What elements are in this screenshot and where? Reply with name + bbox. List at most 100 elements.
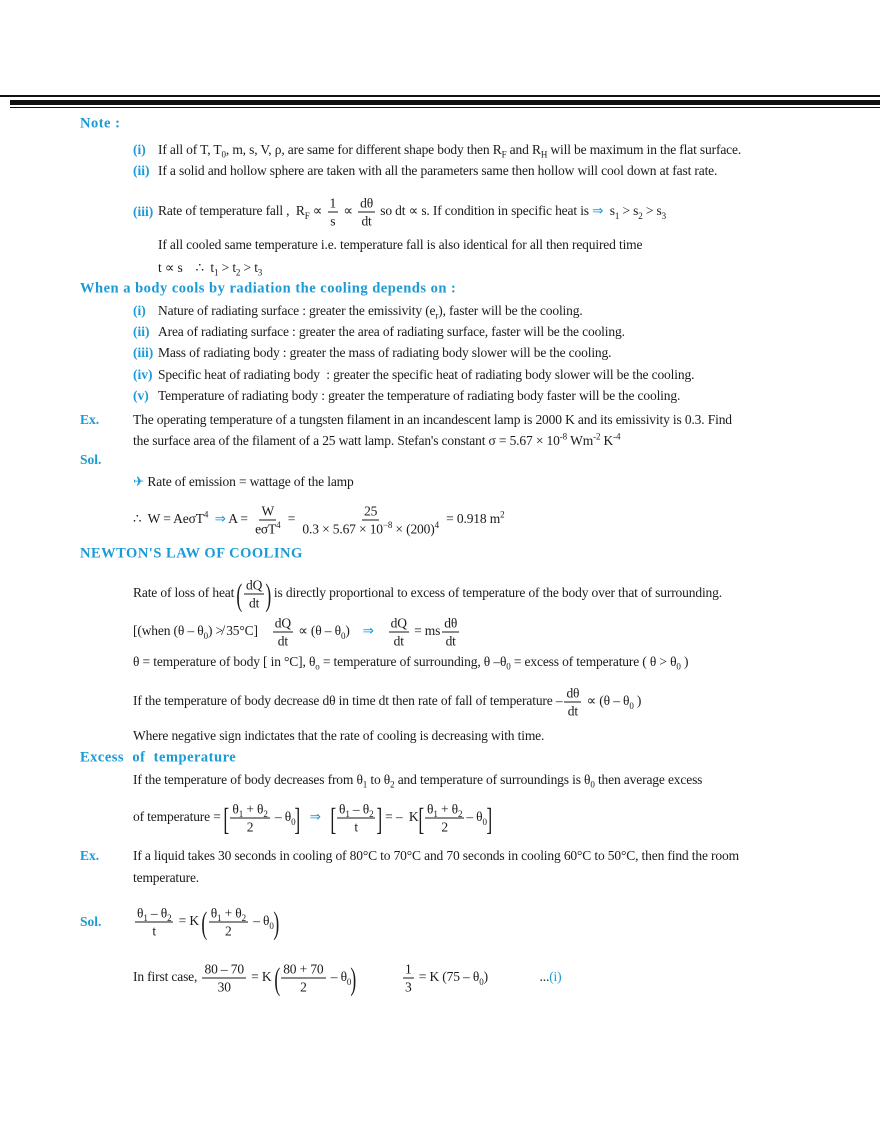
text-run: – θ bbox=[271, 809, 292, 825]
bracket: [ bbox=[223, 800, 230, 836]
text-run: ) ≯ 35°C] bbox=[207, 623, 271, 639]
item-label: Ex. bbox=[80, 412, 100, 427]
item-label: (iv) bbox=[133, 367, 153, 382]
text-line: temperature. bbox=[133, 869, 199, 887]
text-run: θ bbox=[339, 801, 346, 817]
text-run: dt bbox=[248, 595, 260, 611]
item-label: Sol. bbox=[80, 914, 102, 929]
subscript: 2 bbox=[390, 779, 395, 790]
item-label: (iii) bbox=[133, 345, 154, 360]
text-run: ) bbox=[633, 693, 642, 709]
numerator: dθ bbox=[442, 615, 460, 633]
denominator: dt bbox=[566, 703, 580, 720]
text-run: Mass of radiating body : greater the mas… bbox=[158, 345, 612, 360]
denominator: 30 bbox=[216, 979, 233, 996]
text-run: Rate of emission = wattage of the lamp bbox=[144, 474, 354, 489]
text-line: If a solid and hollow sphere are taken w… bbox=[158, 162, 717, 180]
text-run: = bbox=[284, 511, 299, 527]
superscript: -2 bbox=[593, 431, 601, 442]
text-run bbox=[356, 969, 401, 984]
text-run: + θ bbox=[221, 905, 242, 921]
text-run: [(when (θ – θ bbox=[133, 623, 204, 639]
text-run: dQ bbox=[274, 615, 291, 631]
subscript: 1 bbox=[214, 267, 219, 278]
numerator: θ1 + θ2 bbox=[230, 801, 270, 820]
text-run: ∝ bbox=[340, 203, 357, 219]
text-run: θ bbox=[210, 905, 218, 921]
text-line: θ = temperature of body [ in °C], θo = t… bbox=[133, 653, 689, 671]
subscript: r bbox=[435, 310, 439, 321]
subscript: 0 bbox=[346, 976, 352, 987]
text-run: If all of T, T bbox=[158, 142, 222, 157]
highlight-symbol: ⇒ bbox=[309, 809, 321, 825]
subscript: 3 bbox=[661, 210, 667, 221]
text-run: ) bbox=[680, 654, 689, 669]
text-run: temperature. bbox=[133, 870, 200, 885]
bracket: [ bbox=[329, 800, 336, 836]
text-run: × (200) bbox=[392, 521, 435, 537]
text-run: A = bbox=[225, 511, 252, 527]
item-label: (v) bbox=[133, 388, 149, 403]
numerator: 1 bbox=[327, 195, 339, 213]
text-run: 1 bbox=[329, 195, 337, 211]
bracket: ] bbox=[486, 800, 492, 836]
text-run: 80 + 70 bbox=[283, 961, 324, 977]
text-run bbox=[321, 809, 331, 824]
subscript: H bbox=[540, 149, 548, 160]
superscript: 2 bbox=[500, 509, 505, 520]
denominator: dt bbox=[392, 633, 406, 650]
numerator: dθ bbox=[564, 685, 582, 703]
text-run: dt bbox=[361, 213, 372, 229]
text-run: dt bbox=[277, 633, 288, 649]
subscript: 0 bbox=[629, 700, 634, 711]
denominator: dt bbox=[359, 213, 373, 230]
numerator: 25 bbox=[362, 503, 380, 521]
text-run: of temperature = bbox=[133, 809, 224, 825]
text-run: eσT bbox=[255, 521, 277, 537]
text-run: = ms bbox=[410, 623, 441, 639]
text-run: Specific heat of radiating body : greate… bbox=[158, 367, 695, 382]
text-line: Area of radiating surface : greater the … bbox=[158, 323, 625, 341]
highlight-symbol: ⇒ bbox=[214, 511, 226, 527]
text-run: = 0.918 m bbox=[442, 511, 501, 527]
bracket: ) bbox=[273, 904, 279, 940]
item-label: (ii) bbox=[133, 163, 150, 178]
text-run: If a solid and hollow sphere are taken w… bbox=[158, 163, 718, 178]
text-run: 2 bbox=[246, 819, 254, 835]
text-line: the surface area of the filament of a 25… bbox=[133, 432, 620, 450]
subscript: 1 bbox=[345, 809, 350, 820]
numerator: dQ bbox=[243, 577, 265, 595]
subscript: 1 bbox=[238, 809, 244, 820]
section-heading: Excess of temperature bbox=[80, 749, 237, 766]
subscript: 0 bbox=[482, 816, 487, 827]
bracket: ( bbox=[236, 576, 243, 612]
text-run: then average excess bbox=[594, 772, 703, 787]
denominator: dt bbox=[247, 595, 261, 612]
subscript: 0 bbox=[340, 630, 346, 641]
text-run: ∝ bbox=[309, 203, 326, 219]
text-run: ∝ (θ – θ bbox=[294, 623, 341, 639]
item-label: (i) bbox=[133, 303, 146, 318]
highlight-symbol: ✈ bbox=[133, 474, 145, 489]
subscript: 2 bbox=[235, 267, 241, 278]
text-run bbox=[300, 809, 310, 824]
text-run: so dt ∝ s. If condition in specific heat… bbox=[377, 203, 593, 219]
section-heading: NEWTON'S LAW OF COOLING bbox=[80, 545, 303, 562]
text-run: – θ bbox=[466, 809, 483, 825]
text-run: θ = temperature of body [ in °C], θ bbox=[133, 654, 316, 669]
denominator: 3 bbox=[403, 979, 414, 996]
text-run: 1 bbox=[404, 961, 412, 977]
text-run: Area of radiating surface : greater the … bbox=[158, 324, 625, 339]
text-run: dt bbox=[445, 633, 456, 649]
text-run: ), faster will be the cooling. bbox=[438, 303, 583, 318]
text-run bbox=[374, 623, 387, 638]
